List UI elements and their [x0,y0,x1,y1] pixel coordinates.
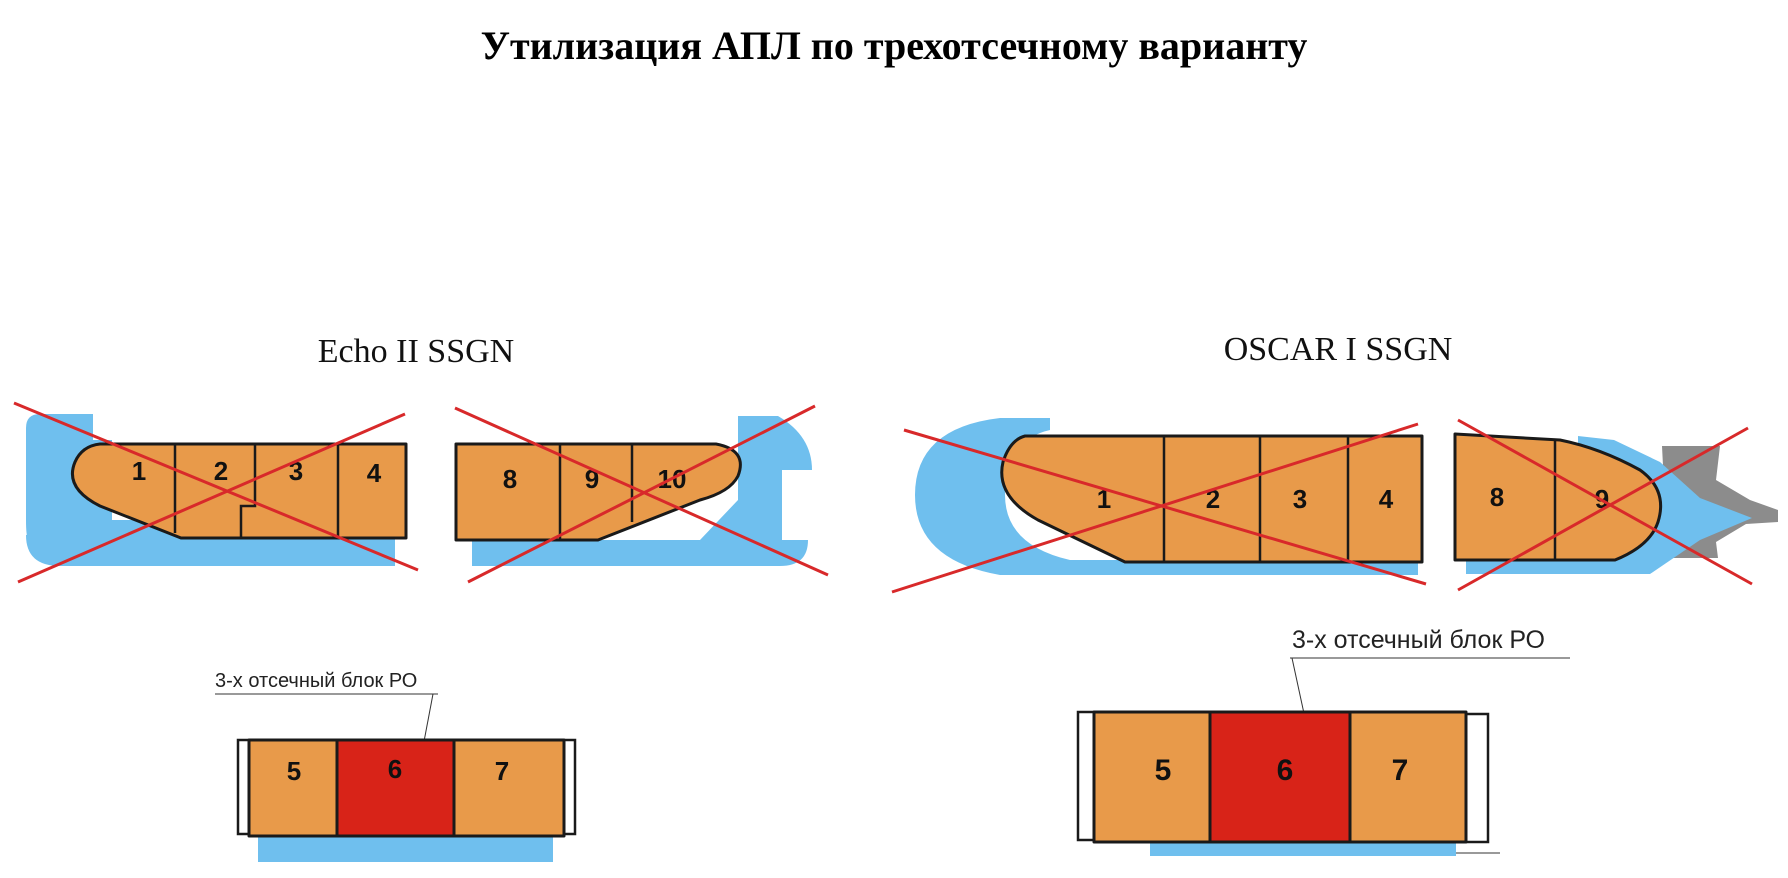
page-title: Утилизация АПЛ по трехотсечному варианту [480,23,1308,68]
oscar-reactor-block: 3-х отсечный блок РО 5 6 7 [1076,626,1570,856]
echo-block-compartment-5 [247,738,339,838]
oscar-aft-section: 8 9 [1453,418,1778,592]
oscar-forward-bulkheads [1162,436,1350,562]
oscar-block-end-left [1076,710,1096,842]
oscar-compartment-4: 4 [1379,484,1394,514]
echo-block-label-7: 7 [495,756,509,786]
echo-forward-bulkheads [173,444,340,538]
oscar-compartment-8: 8 [1490,482,1504,512]
oscar-block-compartment-5 [1092,710,1212,844]
oscar-block-callout: 3-х отсечный блок РО [1292,626,1545,654]
oscar-aft-cross [1457,418,1753,592]
echo-block-label-5: 5 [287,756,301,786]
oscar-block-compartment-7 [1348,710,1468,844]
oscar-forward-section: 1 2 3 4 [891,418,1427,594]
oscar-aft-hull [1453,432,1663,562]
echo-reactor-block: 3-х отсечный блок РО 5 6 7 [215,670,577,862]
oscar-forward-cross [891,422,1427,594]
oscar-block-label-5: 5 [1155,754,1172,787]
echo-compartment-1: 1 [132,456,146,486]
echo-compartment-8: 8 [503,464,517,494]
echo-forward-section: 1 2 3 4 [13,401,419,584]
echo-forward-cross [13,401,419,584]
echo-aft-bulkheads [558,444,634,540]
echo-aft-cross [454,404,829,584]
oscar-block-label-7: 7 [1392,754,1409,787]
oscar-label: OSCAR I SSGN [1224,331,1453,368]
echo-block-water [258,834,553,862]
echo-block-label-6: 6 [388,754,402,784]
echo-aft-section: 8 9 10 [454,404,829,584]
oscar-compartment-3: 3 [1293,484,1307,514]
echo-compartment-4: 4 [367,458,382,488]
echo-forward-hull [70,442,408,540]
echo-compartment-2: 2 [214,456,228,486]
echo-block-callout: 3-х отсечный блок РО [215,670,417,692]
echo-label: Echo II SSGN [318,333,514,370]
oscar-forward-hull [1000,434,1424,564]
echo-block-compartment-7 [452,738,566,838]
oscar-block-label-6: 6 [1277,754,1294,787]
oscar-block-end-right [1464,712,1490,844]
oscar-forward-water [915,418,1418,575]
echo-block-compartment-6 [335,738,456,838]
oscar-block-compartment-6 [1208,710,1352,844]
